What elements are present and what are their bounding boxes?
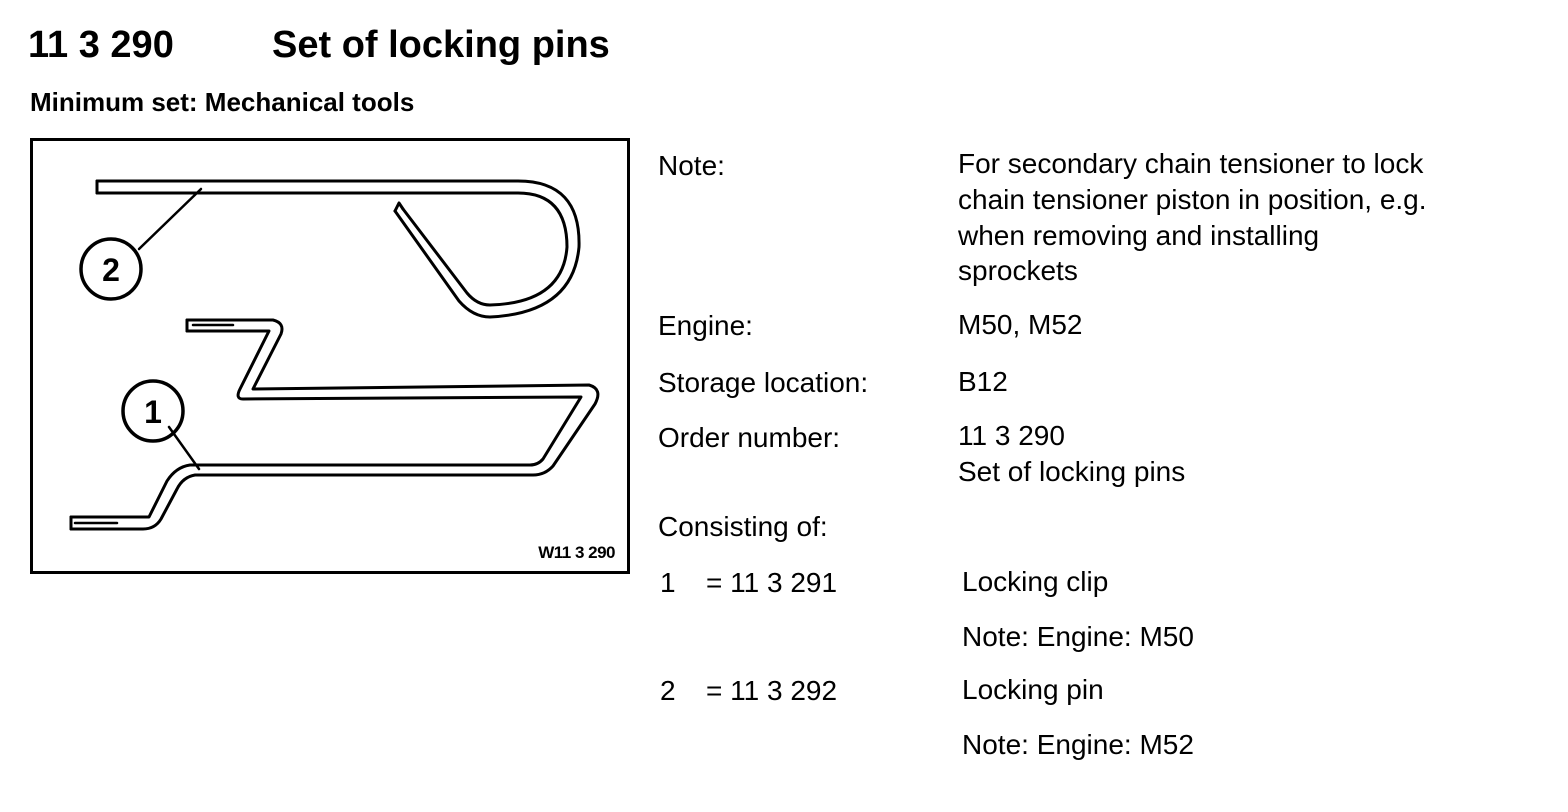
callout-1-label: 1 <box>144 394 162 430</box>
callout-1-circle <box>121 379 185 443</box>
engine-label: Engine: <box>658 310 753 341</box>
part-2-index: 2 <box>660 675 676 706</box>
locking-clip-outline-inner <box>69 329 583 519</box>
part-2-note: Note: Engine: M52 <box>962 729 1194 760</box>
callout-2-circle <box>79 237 143 301</box>
callout-2-label: 2 <box>102 252 120 288</box>
consisting-label: Consisting of: <box>658 511 828 542</box>
note-line-2: chain tensioner piston in position, e.g. <box>958 184 1427 215</box>
locking-pin-outline-inner <box>95 191 569 307</box>
part-2-name: Locking pin <box>962 674 1104 705</box>
part-1-name: Locking clip <box>962 566 1109 597</box>
callout-2-leader <box>137 187 203 251</box>
note-line-1: For secondary chain tensioner to lock <box>958 148 1424 179</box>
order-value: 11 3 290 <box>958 420 1065 451</box>
locking-clip-outline-outer <box>69 318 600 531</box>
part-2-code: = 11 3 292 <box>706 675 838 706</box>
order-description: Set of locking pins <box>958 456 1186 487</box>
note-label: Note: <box>658 150 725 181</box>
engine-value: M50, M52 <box>958 309 1083 340</box>
locking-pins-drawing: 2 1 <box>69 179 600 531</box>
part-1-code: = 11 3 291 <box>706 567 838 598</box>
note-line-3: when removing and installing <box>958 220 1320 251</box>
order-label: Order number: <box>658 422 841 453</box>
part-1-index: 1 <box>660 567 676 598</box>
tool-illustration: 2 1 W11 3 290 <box>30 138 630 574</box>
locking-pin-tip <box>393 201 405 213</box>
tool-subtitle: Minimum set: Mechanical tools <box>30 87 415 117</box>
tool-title: Set of locking pins <box>272 24 610 66</box>
locking-pin-outline-outer <box>95 179 581 319</box>
note-line-4: sprockets <box>958 255 1078 286</box>
part-1-note: Note: Engine: M50 <box>962 621 1194 652</box>
tool-number: 11 3 290 <box>28 24 174 66</box>
storage-value: B12 <box>958 366 1008 397</box>
figure-code: W11 3 290 <box>538 543 615 562</box>
storage-label: Storage location: <box>658 367 869 398</box>
